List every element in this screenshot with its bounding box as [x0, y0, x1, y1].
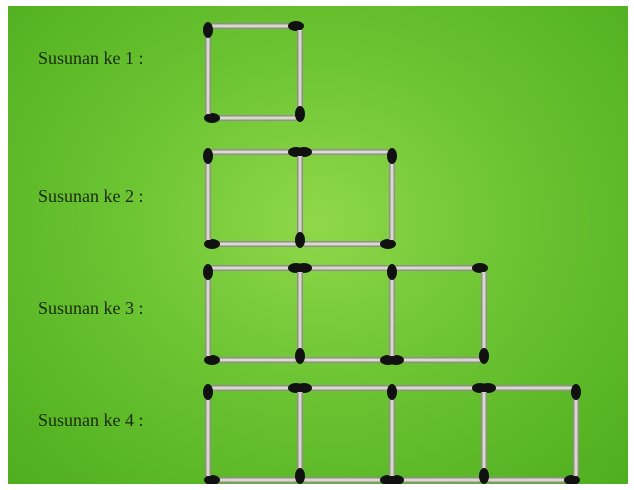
row3-vertical-stick-2 [295, 272, 305, 364]
row3-top-stick-1 [212, 263, 304, 273]
row-label-1: Susunan ke 1 : [38, 48, 144, 68]
row4-bottom-stick-1 [204, 475, 296, 484]
row2-bottom-stick-2 [304, 239, 396, 249]
row1-vertical-stick-1 [203, 22, 213, 114]
row-label-3: Susunan ke 3 : [38, 298, 144, 318]
row2-bottom-stick-1 [204, 239, 296, 249]
row4-bottom-stick-2 [304, 475, 396, 484]
row1-bottom-stick-1 [204, 113, 296, 123]
row3-top-stick-2 [296, 263, 388, 273]
row4-vertical-stick-5 [571, 384, 581, 476]
row3-vertical-stick-3 [387, 264, 397, 356]
row4-top-stick-4 [480, 383, 572, 393]
row4-top-stick-3 [396, 383, 488, 393]
row4-bottom-stick-3 [388, 475, 480, 484]
row2-top-stick-2 [296, 147, 388, 157]
row2-vertical-stick-1 [203, 148, 213, 240]
row-label-2: Susunan ke 2 : [38, 186, 144, 206]
matchstick-squares [203, 21, 581, 484]
row4-vertical-stick-1 [203, 384, 213, 476]
row3-bottom-stick-3 [388, 355, 480, 365]
row1-vertical-stick-2 [295, 30, 305, 122]
row4-top-stick-2 [296, 383, 388, 393]
row4-bottom-stick-4 [488, 475, 580, 484]
row4-top-stick-1 [212, 383, 304, 393]
row-label-4: Susunan ke 4 : [38, 410, 144, 430]
row2-top-stick-1 [212, 147, 304, 157]
row2-vertical-stick-3 [387, 148, 397, 240]
row4-vertical-stick-2 [295, 392, 305, 484]
row4-vertical-stick-3 [387, 384, 397, 476]
row3-bottom-stick-1 [204, 355, 296, 365]
row2-vertical-stick-2 [295, 156, 305, 248]
row3-vertical-stick-4 [479, 272, 489, 364]
row1-top-stick-1 [212, 21, 304, 31]
matchstick-pattern-diagram: Susunan ke 1 : Susunan ke 2 : Susunan ke… [8, 6, 628, 484]
row3-top-stick-3 [396, 263, 488, 273]
row3-vertical-stick-1 [203, 264, 213, 356]
row4-vertical-stick-4 [479, 392, 489, 484]
row3-bottom-stick-2 [304, 355, 396, 365]
